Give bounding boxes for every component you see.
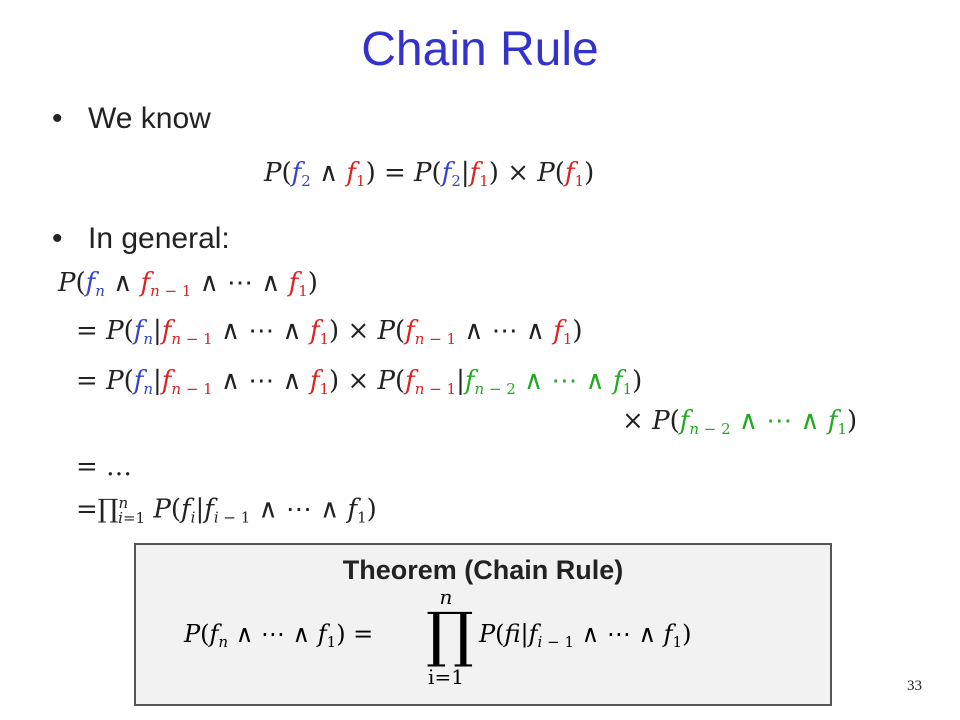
equation-line-3: = P(fn|fn − 1 ∧ ⋯ ∧ f1) × P(fn − 1|fn − … bbox=[76, 366, 643, 398]
theorem-box: Theorem (Chain Rule) P(fn ∧ ⋯ ∧ f1) = n … bbox=[134, 543, 832, 706]
bullet-we-know: •We know bbox=[52, 102, 211, 135]
equation-line-1: P(fn ∧ fn − 1 ∧ ⋯ ∧ f1) bbox=[58, 268, 318, 300]
theorem-title: Theorem (Chain Rule) bbox=[342, 555, 624, 585]
equation-line-2: = P(fn|fn − 1 ∧ ⋯ ∧ f1) × P(fn − 1 ∧ ⋯ ∧… bbox=[76, 316, 583, 348]
equation-two-term: P(f2 ∧ f1) = P(f2|f1) × P(f1) bbox=[264, 158, 595, 190]
bullet-dot: • bbox=[52, 222, 63, 255]
equation-product: =∏ni=1 P(fi|fi − 1 ∧ ⋯ ∧ f1) bbox=[76, 494, 377, 527]
slide-title: Chain Rule bbox=[361, 23, 599, 76]
product-symbol: n ∏ i=1 bbox=[426, 585, 474, 689]
page-number: 33 bbox=[907, 678, 922, 694]
bullet-dot: • bbox=[52, 102, 63, 135]
theorem-rhs: P(fi|fi − 1 ∧ ⋯ ∧ f1) bbox=[479, 620, 692, 651]
theorem-lhs: P(fn ∧ ⋯ ∧ f1) = bbox=[184, 620, 374, 651]
equation-line-3-continued: × P(fn − 2 ∧ ⋯ ∧ f1) bbox=[622, 406, 858, 438]
bullet-in-general: •In general: bbox=[52, 222, 230, 255]
equation-ellipsis: = … bbox=[76, 452, 133, 482]
